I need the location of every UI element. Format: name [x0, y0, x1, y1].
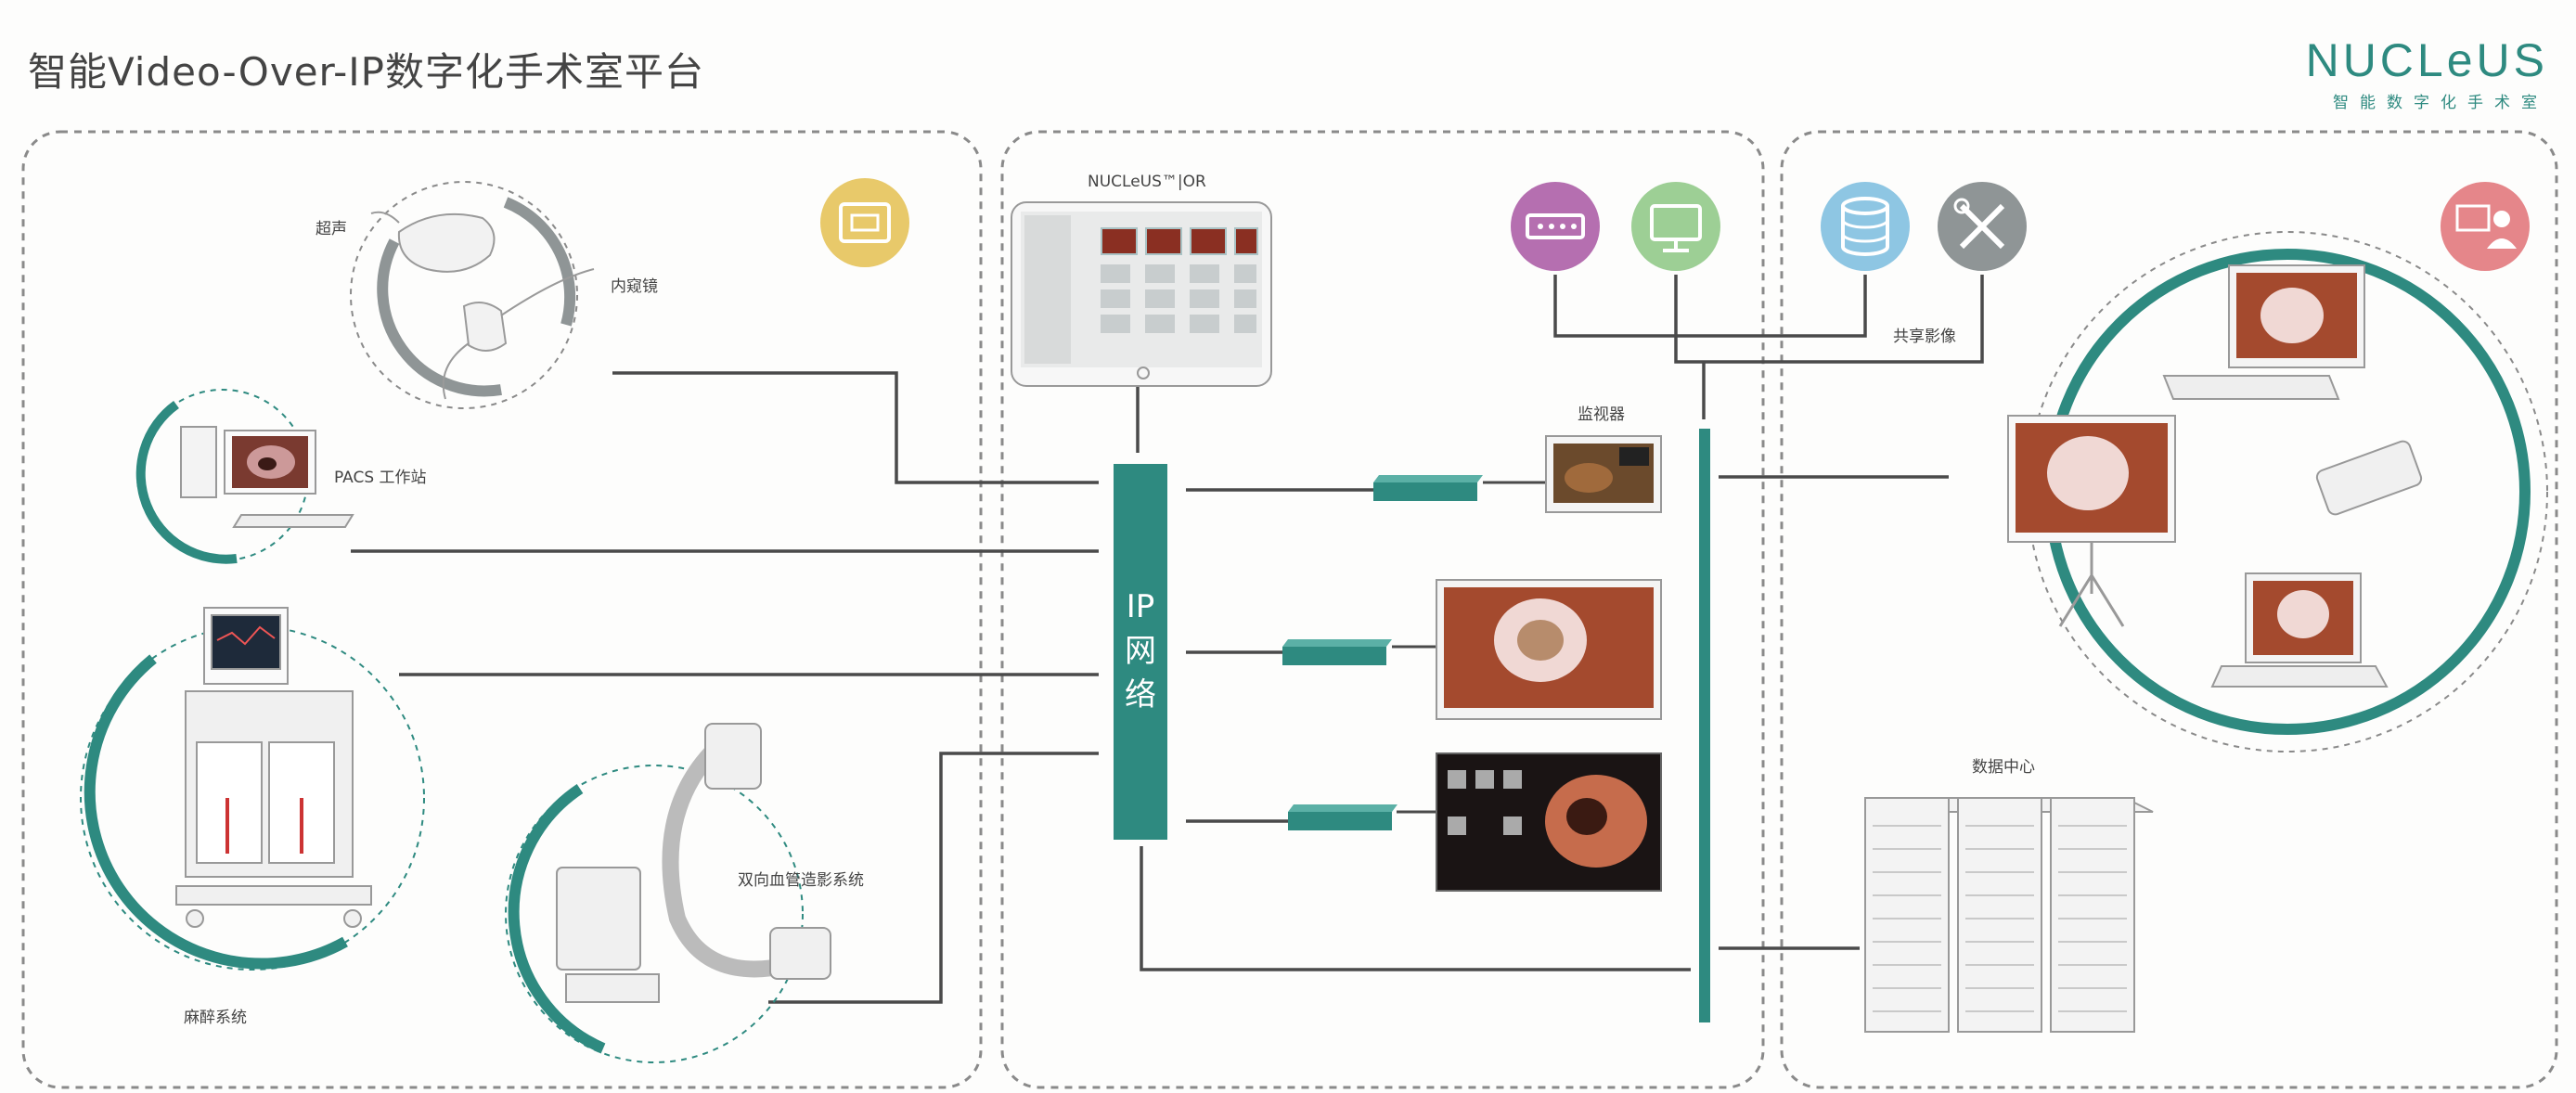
brand-name: NUCLeUS	[2305, 34, 2548, 86]
display-icon	[1631, 182, 1720, 271]
shared-projector-screen	[2007, 415, 2176, 627]
tools-icon	[1938, 182, 2027, 271]
panel-devices	[21, 130, 983, 1089]
label-ultrasound: 超声	[316, 220, 347, 238]
label-anesthesia: 麻醉系统	[184, 1009, 247, 1027]
page-title: 智能Video-Over-IP数字化手术室平台	[28, 49, 704, 95]
anesthesia-machine-icon	[175, 607, 372, 928]
device-circles	[80, 181, 804, 1063]
panel-sharing	[1780, 130, 2558, 1089]
label-endoscope: 内窥镜	[611, 277, 658, 296]
connection-lines	[351, 275, 1984, 1004]
brand-logo: NUCLeUS 智能数字化手术室	[2306, 37, 2548, 112]
ultrasound-probe-icon	[370, 211, 496, 273]
shared-desktop-monitor	[2162, 264, 2365, 400]
ip-network-bar: IP 网 络	[1114, 464, 1167, 840]
label-control: NUCLeUS™|OR	[1088, 173, 1206, 191]
network-switches	[1282, 475, 1483, 830]
shared-laptop	[2210, 572, 2389, 688]
database-icon	[1821, 182, 1910, 271]
monitor-endoscopy	[1436, 752, 1662, 892]
monitor-large	[1436, 579, 1662, 720]
switch-connectors	[1392, 481, 1546, 814]
label-datacenter: 数据中心	[1972, 758, 2035, 777]
pacs-workstation-icon	[180, 426, 354, 528]
shared-phone	[2315, 440, 2423, 516]
video-conference-icon	[2441, 182, 2530, 271]
label-pacs: PACS 工作站	[334, 469, 427, 487]
video-bus	[1699, 429, 1710, 1022]
c-arm-icon	[556, 723, 831, 1003]
monitor-small	[1545, 435, 1662, 513]
brand-subtitle: 智能数字化手术室	[2333, 94, 2548, 112]
label-shared: 共享影像	[1893, 328, 1956, 346]
ip-label-3: 络	[1125, 676, 1156, 714]
endoscope-icon	[442, 268, 595, 400]
ip-label-1: IP	[1126, 588, 1155, 626]
label-angiography: 双向血管造影系统	[738, 871, 864, 890]
ip-label-2: 网	[1125, 632, 1156, 670]
data-center-racks	[1864, 797, 2154, 1033]
panel-network	[1000, 130, 1765, 1089]
control-tablet	[1011, 201, 1272, 387]
network-port-icon	[820, 178, 909, 267]
label-monitor: 监视器	[1578, 405, 1625, 424]
switch-icon	[1511, 182, 1600, 271]
